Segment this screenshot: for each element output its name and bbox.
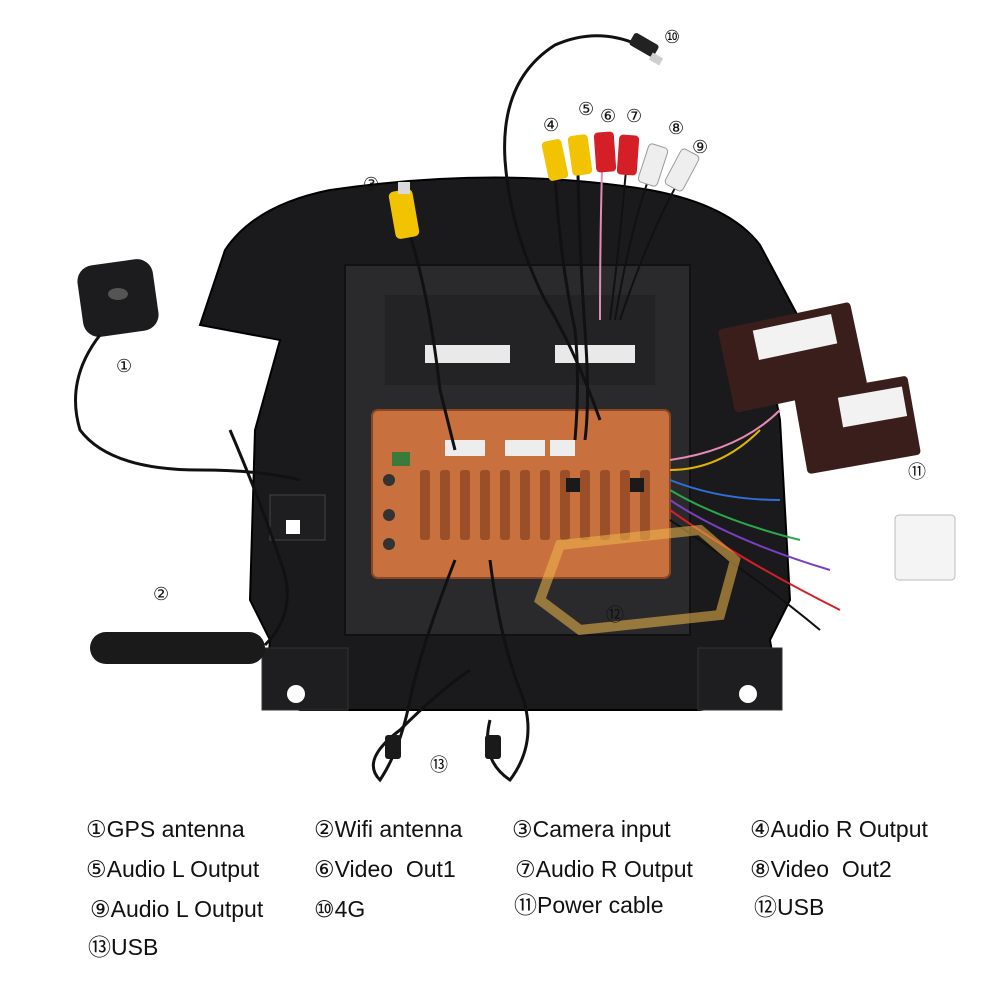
callout-8: ⑧ bbox=[668, 118, 685, 139]
legend-label: Audio R Output bbox=[535, 856, 693, 882]
legend-item-12: ⑫USB bbox=[754, 896, 824, 919]
legend-label: USB bbox=[111, 934, 159, 960]
legend-item-13: ⑬USB bbox=[88, 936, 158, 959]
callout-13: ⑬ bbox=[430, 755, 448, 776]
callout-4: ④ bbox=[543, 115, 560, 136]
legend-mark: ⑫ bbox=[754, 894, 777, 920]
legend-item-2: ②Wifi antenna bbox=[314, 818, 462, 841]
legend-label: Video Out2 bbox=[770, 856, 892, 882]
usb-cables bbox=[371, 559, 530, 783]
legend-mark: ⑩ bbox=[314, 896, 335, 922]
legend-mark: ③ bbox=[512, 816, 533, 842]
callout-9: ⑨ bbox=[692, 137, 709, 158]
product-wiring-figure: ① ② ③ ④ ⑤ ⑥ ⑦ ⑧ ⑨ ⑩ ⑪ ⑫ ⑬ bbox=[74, 27, 956, 783]
legend-item-3: ③Camera input bbox=[512, 818, 671, 841]
legend-mark: ① bbox=[86, 816, 107, 842]
legend-label: GPS antenna bbox=[106, 816, 245, 842]
legend-label: Power cable bbox=[537, 892, 664, 918]
watermark-logo bbox=[534, 524, 741, 636]
legend-label: Camera input bbox=[532, 816, 671, 842]
legend-item-7: ⑦Audio R Output bbox=[515, 858, 693, 881]
legend-label: Audio R Output bbox=[770, 816, 928, 842]
wifi-antenna bbox=[90, 429, 289, 664]
legend-label: Video Out1 bbox=[334, 856, 456, 882]
4g-cable bbox=[503, 33, 664, 421]
legend-mark: ⑦ bbox=[515, 856, 536, 882]
legend-mark: ⑬ bbox=[88, 934, 111, 960]
callout-3: ③ bbox=[363, 174, 380, 195]
main-board bbox=[371, 409, 671, 579]
legend-label: Audio L Output bbox=[106, 856, 260, 882]
legend-mark: ④ bbox=[750, 816, 771, 842]
callout-2: ② bbox=[153, 584, 170, 605]
legend-item-10: ⑩4G bbox=[314, 898, 365, 921]
gps-antenna bbox=[74, 259, 301, 482]
callout-5: ⑤ bbox=[578, 99, 595, 120]
legend-label: USB bbox=[777, 894, 825, 920]
legend-label: Audio L Output bbox=[110, 896, 264, 922]
legend-item-5: ⑤Audio L Output bbox=[86, 858, 259, 881]
legend-item-9: ⑨Audio L Output bbox=[90, 898, 263, 921]
legend-item-11: ⑪Power cable bbox=[514, 894, 664, 917]
legend-item-1: ①GPS antenna bbox=[86, 818, 245, 841]
legend-item-4: ④Audio R Output bbox=[750, 818, 928, 841]
callout-1: ① bbox=[116, 356, 133, 377]
legend-label: 4G bbox=[334, 896, 366, 922]
legend-label: Wifi antenna bbox=[334, 816, 463, 842]
legend-mark: ⑨ bbox=[90, 896, 111, 922]
wiring-diagram-svg bbox=[74, 33, 956, 783]
legend-item-6: ⑥Video Out1 bbox=[314, 858, 456, 881]
power-cable-harness bbox=[669, 302, 956, 631]
legend-item-8: ⑧Video Out2 bbox=[750, 858, 892, 881]
legend-mark: ⑥ bbox=[314, 856, 335, 882]
rca-bundle bbox=[541, 131, 700, 441]
legend: ①GPS antenna ②Wifi antenna ③Camera input… bbox=[0, 800, 1000, 1000]
callout-7: ⑦ bbox=[626, 106, 643, 127]
camera-input-cable bbox=[388, 182, 457, 451]
callout-10: ⑩ bbox=[664, 27, 681, 48]
legend-mark: ② bbox=[314, 816, 335, 842]
legend-mark: ⑪ bbox=[514, 892, 537, 918]
callout-6: ⑥ bbox=[600, 106, 617, 127]
legend-mark: ⑤ bbox=[86, 856, 107, 882]
callout-12: ⑫ bbox=[606, 605, 624, 626]
legend-mark: ⑧ bbox=[750, 856, 771, 882]
callout-11: ⑪ bbox=[908, 462, 926, 483]
